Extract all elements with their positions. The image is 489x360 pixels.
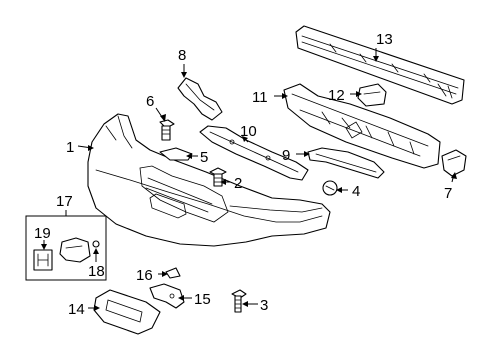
callout-12: 12 [328, 87, 345, 104]
callout-3: 3 [260, 297, 268, 314]
part-6-bolt [159, 119, 175, 141]
callout-9: 9 [282, 147, 290, 164]
callout-7: 7 [444, 185, 452, 202]
part-17-emblem-group [25, 210, 107, 281]
part-19-emblem [33, 249, 53, 271]
part-3-screw [231, 289, 247, 313]
callout-2: 2 [234, 175, 242, 192]
leader-lines [41, 48, 457, 311]
callout-10: 10 [240, 123, 257, 140]
callout-labels: 1 2 3 4 5 6 7 8 9 10 11 12 13 14 15 16 1… [34, 31, 452, 318]
part-1-bumper-cover [87, 113, 331, 247]
callout-5: 5 [200, 149, 208, 166]
callout-15: 15 [194, 291, 211, 308]
part-8-side-bracket [177, 77, 223, 121]
callout-13: 13 [376, 31, 393, 48]
callout-1: 1 [66, 139, 74, 156]
callout-6: 6 [146, 93, 154, 110]
part-9-side-spacer [307, 147, 385, 179]
part-18-clip [92, 240, 100, 248]
callout-14: 14 [68, 301, 85, 318]
part-2-bolt [209, 167, 227, 187]
part-15-bracket [149, 283, 185, 309]
callout-17: 17 [56, 193, 73, 210]
callout-16: 16 [136, 267, 153, 284]
part-10-lower-beam [199, 125, 309, 181]
part-13-reinforcement-bar [295, 25, 465, 105]
part-14-license-base [93, 289, 161, 335]
part-11-absorber [283, 83, 441, 169]
part-7-clip [441, 149, 467, 177]
callout-8: 8 [178, 47, 186, 64]
callout-19: 19 [34, 225, 51, 242]
part-16-clip [165, 267, 181, 279]
callout-4: 4 [352, 183, 360, 200]
callout-18: 18 [88, 263, 105, 280]
part-12-bracket [357, 83, 387, 107]
callout-11: 11 [252, 89, 268, 106]
part-4-grommet [322, 180, 338, 196]
